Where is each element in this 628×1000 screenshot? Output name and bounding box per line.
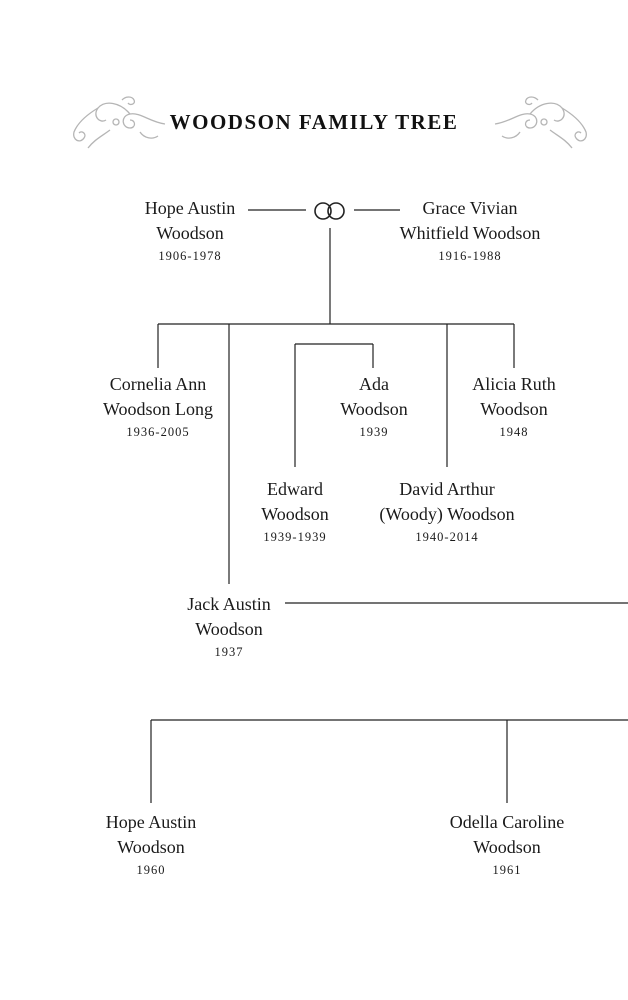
person-name-line2: Woodson (480, 399, 548, 419)
person-name-line2: Woodson (473, 837, 541, 857)
person-name-line1: Cornelia Ann (109, 374, 207, 394)
person-name-line1: Hope Austin (144, 198, 236, 218)
person-david-arthur: David Arthur (Woody) Woodson 1940-2014 (362, 477, 532, 545)
person-dates: 1937 (214, 645, 244, 659)
person-hope-austin-jr: Hope Austin Woodson 1960 (86, 810, 216, 878)
right-flourish-ornament (494, 96, 587, 149)
person-dates: 1939 (359, 425, 389, 439)
person-name-line2: (Woody) Woodson (379, 504, 515, 524)
person-name-line1: Alicia Ruth (472, 374, 556, 394)
person-alicia-ruth: Alicia Ruth Woodson 1948 (454, 372, 574, 440)
person-name-line2: Woodson (261, 504, 329, 524)
person-odella-caroline: Odella Caroline Woodson 1961 (427, 810, 587, 878)
person-name-line1: Ada (359, 374, 389, 394)
person-edward: Edward Woodson 1939-1939 (235, 477, 355, 545)
person-name-line1: Odella Caroline (449, 812, 565, 832)
person-name-line2: Woodson (195, 619, 263, 639)
person-name-line1: Grace Vivian (422, 198, 518, 218)
wedding-rings-icon (314, 202, 345, 220)
person-name-line2: Whitfield Woodson (399, 223, 541, 243)
left-flourish-ornament (73, 96, 166, 149)
person-dates: 1948 (499, 425, 529, 439)
person-name-line1: Hope Austin (105, 812, 197, 832)
person-jack-austin: Jack Austin Woodson 1937 (169, 592, 289, 660)
person-dates: 1961 (492, 863, 522, 877)
person-name-line2: Woodson (117, 837, 185, 857)
person-name-line2: Woodson (340, 399, 408, 419)
header: WOODSON FAMILY TREE (0, 92, 628, 162)
person-dates: 1906-1978 (158, 249, 222, 263)
person-grace-vivian: Grace Vivian Whitfield Woodson 1916-1988 (380, 196, 560, 264)
person-hope-austin-sr: Hope Austin Woodson 1906-1978 (110, 196, 270, 264)
person-dates: 1960 (136, 863, 166, 877)
person-dates: 1940-2014 (415, 530, 479, 544)
person-name-line2: Woodson (156, 223, 224, 243)
person-name-line1: Jack Austin (187, 594, 271, 614)
person-cornelia-ann: Cornelia Ann Woodson Long 1936-2005 (78, 372, 238, 440)
person-name-line1: Edward (267, 479, 323, 499)
person-dates: 1936-2005 (126, 425, 190, 439)
person-dates: 1939-1939 (263, 530, 327, 544)
page-title: WOODSON FAMILY TREE (169, 110, 459, 134)
person-ada: Ada Woodson 1939 (314, 372, 434, 440)
person-name-line2: Woodson Long (102, 399, 214, 419)
person-name-line1: David Arthur (399, 479, 495, 499)
person-dates: 1916-1988 (438, 249, 502, 263)
